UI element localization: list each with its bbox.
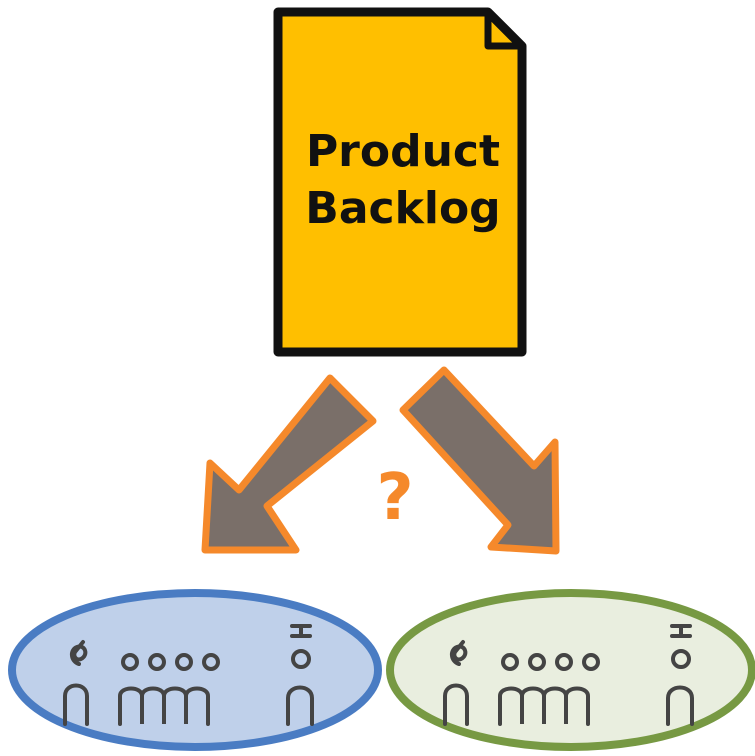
- document-title-line1: Product: [306, 126, 500, 177]
- document-title-line2: Backlog: [305, 183, 500, 234]
- document-icon: [273, 7, 527, 357]
- product-backlog-document: Product Backlog: [273, 7, 527, 357]
- team-left: [8, 589, 382, 751]
- question-mark: ?: [376, 461, 413, 535]
- team-right: [386, 589, 755, 751]
- team-icon: [386, 589, 755, 751]
- team-members-right: [443, 624, 694, 726]
- arrow-down-left-icon: [201, 374, 377, 554]
- document-fold: [484, 12, 522, 50]
- arrow-down-right-icon: [399, 366, 560, 555]
- team-members-left: [63, 624, 314, 726]
